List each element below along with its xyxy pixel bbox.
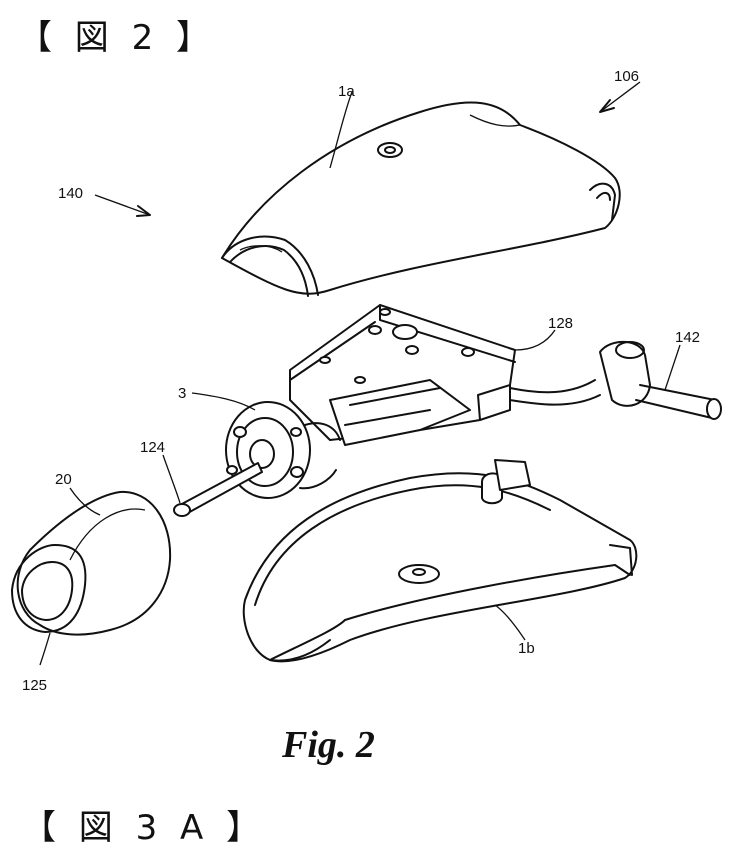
label-125: 125 [22,677,47,694]
label-1b: 1b [518,640,535,657]
upper-housing-shell [222,102,620,296]
end-cap [12,492,170,635]
label-140: 140 [58,185,83,202]
label-142: 142 [675,329,700,346]
label-3: 3 [178,385,186,402]
label-106: 106 [614,68,639,85]
label-1a: 1a [338,83,355,100]
lower-housing-shell [244,460,637,661]
cable-assembly [510,342,721,419]
label-20: 20 [55,471,72,488]
figure-caption: Fig. 2 [281,724,375,766]
label-128: 128 [548,315,573,332]
label-124: 124 [140,439,165,456]
